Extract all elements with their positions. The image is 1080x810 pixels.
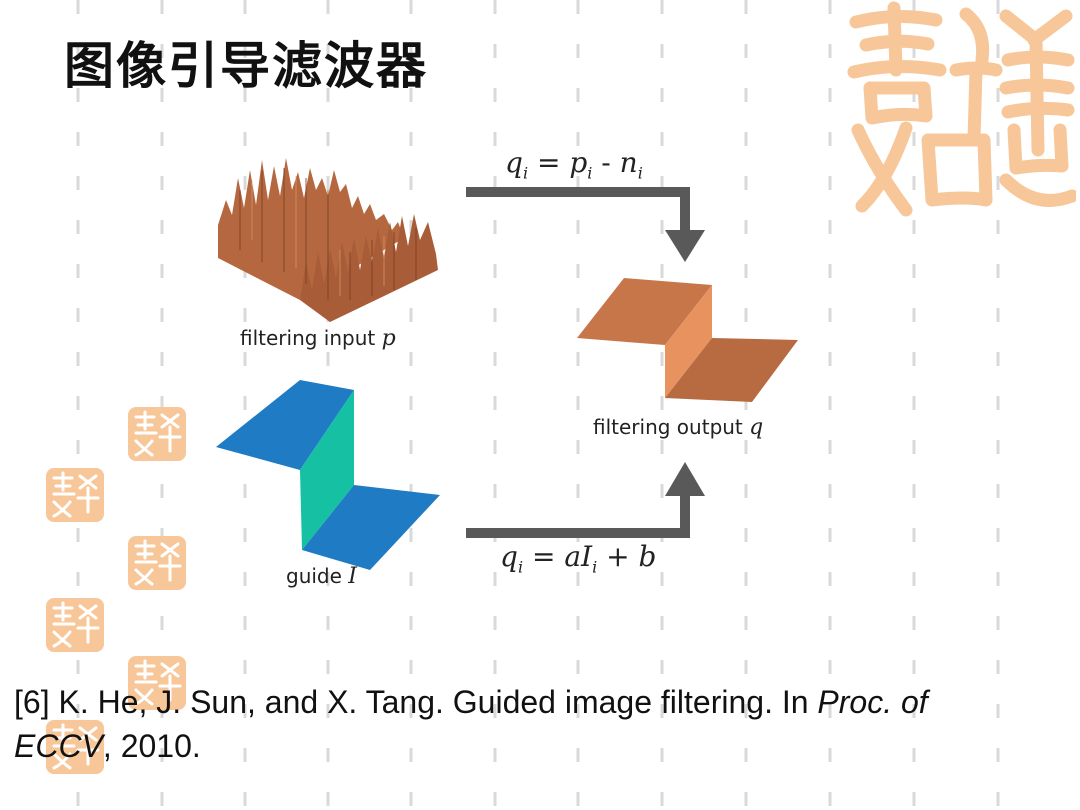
top-eq-lhs: q: [505, 146, 523, 179]
bottom-flow-arrow: [466, 462, 705, 538]
filtering-input-text: filtering input: [240, 326, 382, 350]
citation-venue: Proc. of ECCV: [14, 684, 928, 764]
guide-step: [300, 390, 354, 550]
output-upper-plane: [577, 278, 712, 345]
filtering-output-label: filtering output q: [593, 415, 763, 440]
bottom-eq-lhs: q: [500, 540, 518, 573]
top-eq-minus: -: [592, 146, 620, 179]
seal-stamp-1: [128, 407, 186, 461]
bottom-eq-plus: +: [597, 540, 639, 573]
seal-stamp-2: [46, 468, 104, 522]
output-surface: [577, 278, 798, 402]
bottom-eq-coef-sub: i: [592, 557, 598, 577]
filtering-input-label: filtering input p: [240, 326, 396, 351]
citation-authors-title: [6] K. He, J. Sun, and X. Tang. Guided i…: [14, 684, 818, 720]
top-equation: qi = pi - ni: [505, 146, 643, 183]
noisy-surface-front: [300, 214, 438, 322]
guide-text: guide: [286, 564, 349, 588]
top-flow-arrow: [466, 187, 705, 262]
bottom-equation: qi = aIi + b: [500, 540, 656, 577]
top-eq-term2: n: [619, 146, 638, 179]
guide-var: I: [348, 564, 357, 589]
seal-stamp-5: [128, 656, 186, 710]
output-step: [665, 285, 712, 398]
guide-top-plane: [216, 380, 354, 470]
seal-stamp-6: [46, 720, 104, 774]
filtering-output-var: q: [749, 415, 764, 440]
guide-label: guide I: [286, 564, 357, 589]
output-lower-plane: [665, 338, 798, 402]
top-eq-term2-sub: i: [637, 163, 643, 183]
guide-bottom-plane: [302, 485, 440, 570]
top-eq-term1-sub: i: [587, 163, 593, 183]
guide-surface: [216, 380, 440, 570]
bottom-eq-offset: b: [638, 540, 657, 573]
citation: [6] K. He, J. Sun, and X. Tang. Guided i…: [14, 680, 1014, 768]
seal-stamp-3: [128, 536, 186, 590]
bottom-eq-lhs-sub: i: [517, 557, 524, 577]
slide-title: 图像引导滤波器: [64, 37, 428, 95]
filtering-input-var: p: [381, 326, 396, 351]
bottom-eq-coef: aI: [564, 540, 593, 573]
noisy-input-surface: [218, 158, 438, 322]
seal-stamp-4: [46, 598, 104, 652]
top-eq-term1: p: [569, 146, 588, 179]
bottom-eq-equals: =: [523, 540, 565, 573]
citation-year: , 2010.: [102, 728, 201, 764]
filtering-output-text: filtering output: [593, 415, 750, 439]
top-eq-lhs-sub: i: [522, 163, 529, 183]
top-eq-equals: =: [528, 146, 570, 179]
seal-watermark-large: [847, 1, 1076, 217]
